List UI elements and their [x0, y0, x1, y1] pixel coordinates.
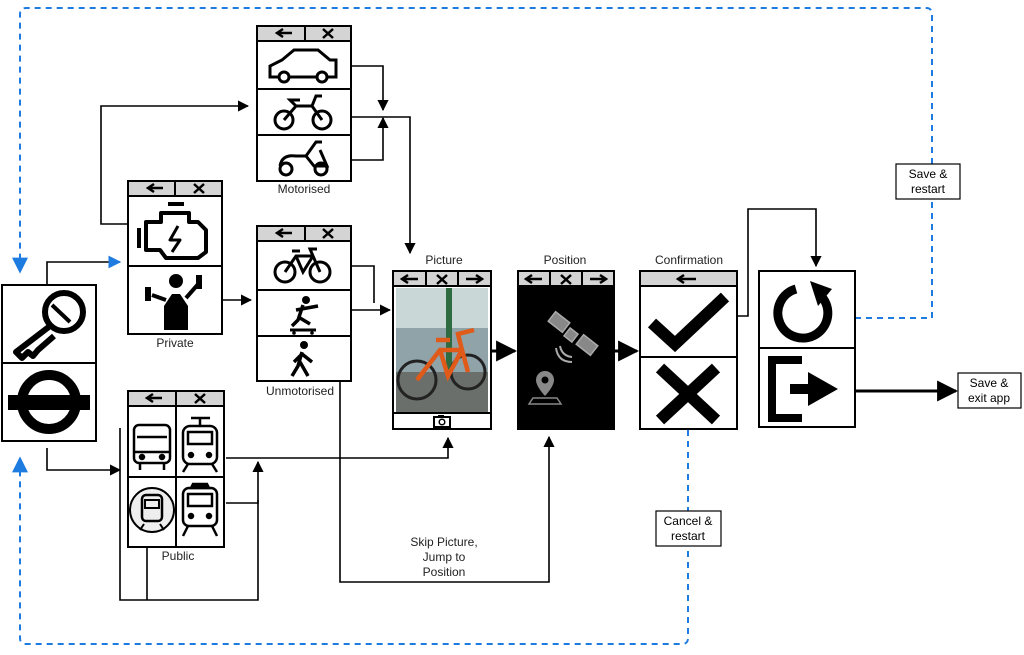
pedestrian-icon[interactable] [290, 341, 314, 377]
picture-label: Picture [425, 253, 463, 267]
close-icon[interactable] [436, 274, 448, 285]
svg-text:Save &: Save & [970, 376, 1009, 390]
motorised-box [256, 25, 352, 182]
metro-icon[interactable] [129, 487, 175, 533]
save-exit-note: Save & exit app [957, 372, 1022, 409]
close-icon[interactable] [194, 393, 206, 404]
confirmation-label: Confirmation [655, 253, 723, 267]
tram-icon[interactable] [181, 416, 219, 473]
skateboarder-icon[interactable] [290, 296, 319, 335]
back-arrow-icon[interactable] [144, 392, 162, 404]
forward-arrow-icon[interactable] [466, 273, 485, 285]
close-icon[interactable] [193, 183, 205, 194]
svg-text:Position: Position [423, 565, 466, 579]
back-arrow-icon[interactable] [399, 273, 418, 285]
weightlifter-icon[interactable] [145, 274, 202, 330]
confirmation-screen [639, 270, 738, 430]
private-label: Private [156, 336, 194, 350]
back-arrow-icon[interactable] [523, 273, 542, 285]
key-icon[interactable] [13, 290, 86, 361]
location-pin-icon[interactable] [527, 371, 563, 405]
forward-arrow-icon[interactable] [590, 273, 609, 285]
scooter-icon[interactable] [278, 140, 330, 177]
exit-icon[interactable] [768, 356, 838, 422]
svg-text:Jump to: Jump to [423, 550, 466, 564]
picture-screen [392, 270, 492, 430]
public-label: Public [162, 549, 195, 563]
connectors [46, 65, 822, 601]
bicycle-photo [396, 288, 488, 412]
position-label: Position [544, 253, 587, 267]
close-icon[interactable] [322, 228, 334, 239]
camera-icon[interactable] [433, 415, 451, 428]
dashed-loops [12, 7, 933, 645]
restart-exit-box [758, 270, 856, 428]
cancel-restart-note: Cancel & restart [655, 510, 722, 547]
unmotorised-label: Unmotorised [266, 384, 334, 398]
svg-text:Save &: Save & [909, 167, 948, 181]
svg-text:Cancel &: Cancel & [664, 514, 713, 528]
motorised-label: Motorised [278, 182, 331, 196]
back-arrow-icon[interactable] [145, 182, 163, 194]
back-arrow-icon[interactable] [274, 27, 292, 39]
satellite-icon[interactable] [547, 310, 599, 363]
start-box [1, 284, 97, 442]
bus-icon[interactable] [132, 423, 172, 470]
restart-icon[interactable] [773, 281, 833, 343]
svg-text:restart: restart [911, 182, 946, 196]
svg-text:Skip Picture,: Skip Picture, [410, 535, 477, 549]
engine-icon[interactable] [137, 202, 208, 260]
car-icon[interactable] [268, 48, 338, 84]
motorcycle-icon[interactable] [273, 94, 333, 131]
train-icon[interactable] [181, 482, 219, 537]
private-box [127, 180, 223, 335]
cross-icon[interactable] [655, 363, 721, 425]
public-box [127, 390, 225, 548]
unmotorised-box [256, 225, 352, 382]
save-restart-note: Save & restart [895, 163, 961, 200]
position-screen [517, 270, 615, 430]
close-icon[interactable] [322, 28, 334, 39]
back-arrow-icon[interactable] [675, 273, 696, 285]
checkmark-icon[interactable] [647, 292, 730, 353]
svg-text:restart: restart [671, 529, 706, 543]
thick-connectors [491, 340, 959, 402]
back-arrow-icon[interactable] [274, 227, 292, 239]
bicycle-icon[interactable] [273, 247, 332, 284]
underground-roundel-icon[interactable] [8, 370, 90, 434]
close-icon[interactable] [560, 274, 572, 285]
svg-text:exit app: exit app [968, 391, 1010, 405]
skip-picture-note: Skip Picture, Jump to Position [410, 535, 477, 579]
